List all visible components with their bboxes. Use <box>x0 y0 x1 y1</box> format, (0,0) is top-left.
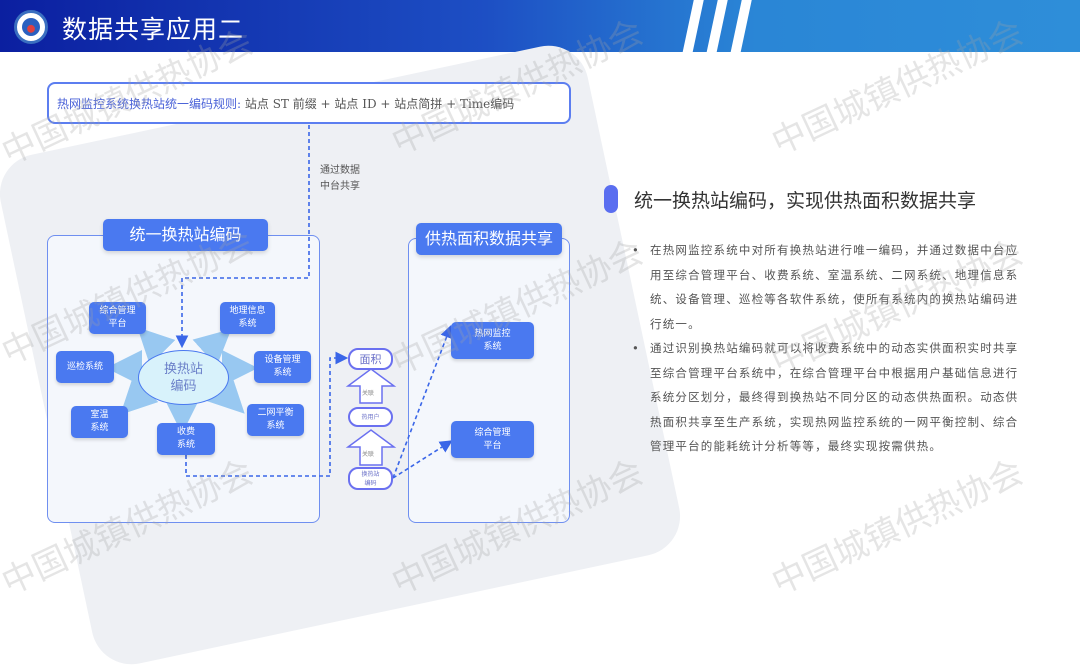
area-pill: 面积 <box>348 348 393 370</box>
relation-label-2: 关联 <box>362 451 375 458</box>
relation-label-1: 关联 <box>362 390 375 397</box>
data-middle-platform-note: 通过数据 中台共享 <box>320 165 360 192</box>
page-title: 数据共享应用二 <box>62 15 245 44</box>
bullet-item: 在热网监控系统中对所有换热站进行唯一编码，并通过数据中台应用至综合管理平台、收费… <box>632 238 1022 336</box>
node-inspection-system: 巡检系统 <box>56 351 114 383</box>
heading-accent-bar <box>604 185 618 213</box>
right-panel-title: 供热面积数据共享 <box>416 223 562 255</box>
heading-text: 统一换热站编码，实现供热面积数据共享 <box>634 189 977 212</box>
node-billing-system: 收费 系统 <box>157 423 215 455</box>
node-integrated-management-platform: 综合管理 平台 <box>89 302 146 334</box>
header-bar: 数据共享应用二 <box>0 0 1080 52</box>
left-panel-title: 统一换热站编码 <box>103 219 268 251</box>
heat-user-pill: 热用户 <box>348 407 393 427</box>
station-code-pill: 换热站 编码 <box>348 467 393 490</box>
node-heat-network-monitoring: 热网监控 系统 <box>451 322 534 359</box>
rule-formula: 站点 ST 前缀 + 站点 ID + 站点简拼 + Time编码 <box>244 97 515 111</box>
node-integrated-management: 综合管理 平台 <box>451 421 534 458</box>
center-station-code: 换热站 编码 <box>138 350 229 405</box>
encoding-rule-box: 热网监控系统换热站统一编码规则: 站点 ST 前缀 + 站点 ID + 站点简拼… <box>47 82 571 124</box>
bullet-list: 在热网监控系统中对所有换热站进行唯一编码，并通过数据中台应用至综合管理平台、收费… <box>632 238 1022 459</box>
rule-label: 热网监控系统换热站统一编码规则: <box>57 97 242 111</box>
node-equipment-management: 设备管理 系统 <box>254 351 311 383</box>
node-secondary-balance: 二网平衡 系统 <box>247 404 304 436</box>
association-logo-icon <box>14 10 48 44</box>
connector-lines <box>106 125 453 479</box>
node-gis-system: 地理信息 系统 <box>220 302 275 334</box>
bullet-item: 通过识别换热站编码就可以将收费系统中的动态实供面积实时共享至综合管理平台系统中，… <box>632 336 1022 459</box>
right-panel <box>408 238 570 523</box>
section-heading: 统一换热站编码，实现供热面积数据共享 <box>604 185 976 213</box>
node-room-temperature: 室温 系统 <box>71 406 128 438</box>
